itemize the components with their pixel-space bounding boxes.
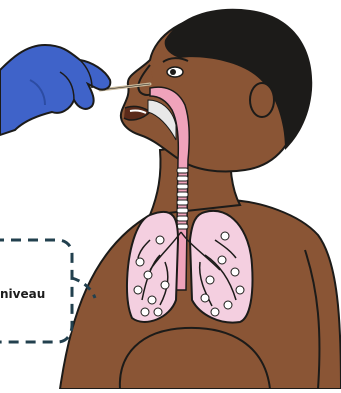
callout-label: niveau [0,287,70,301]
gloved-hand [0,45,110,135]
